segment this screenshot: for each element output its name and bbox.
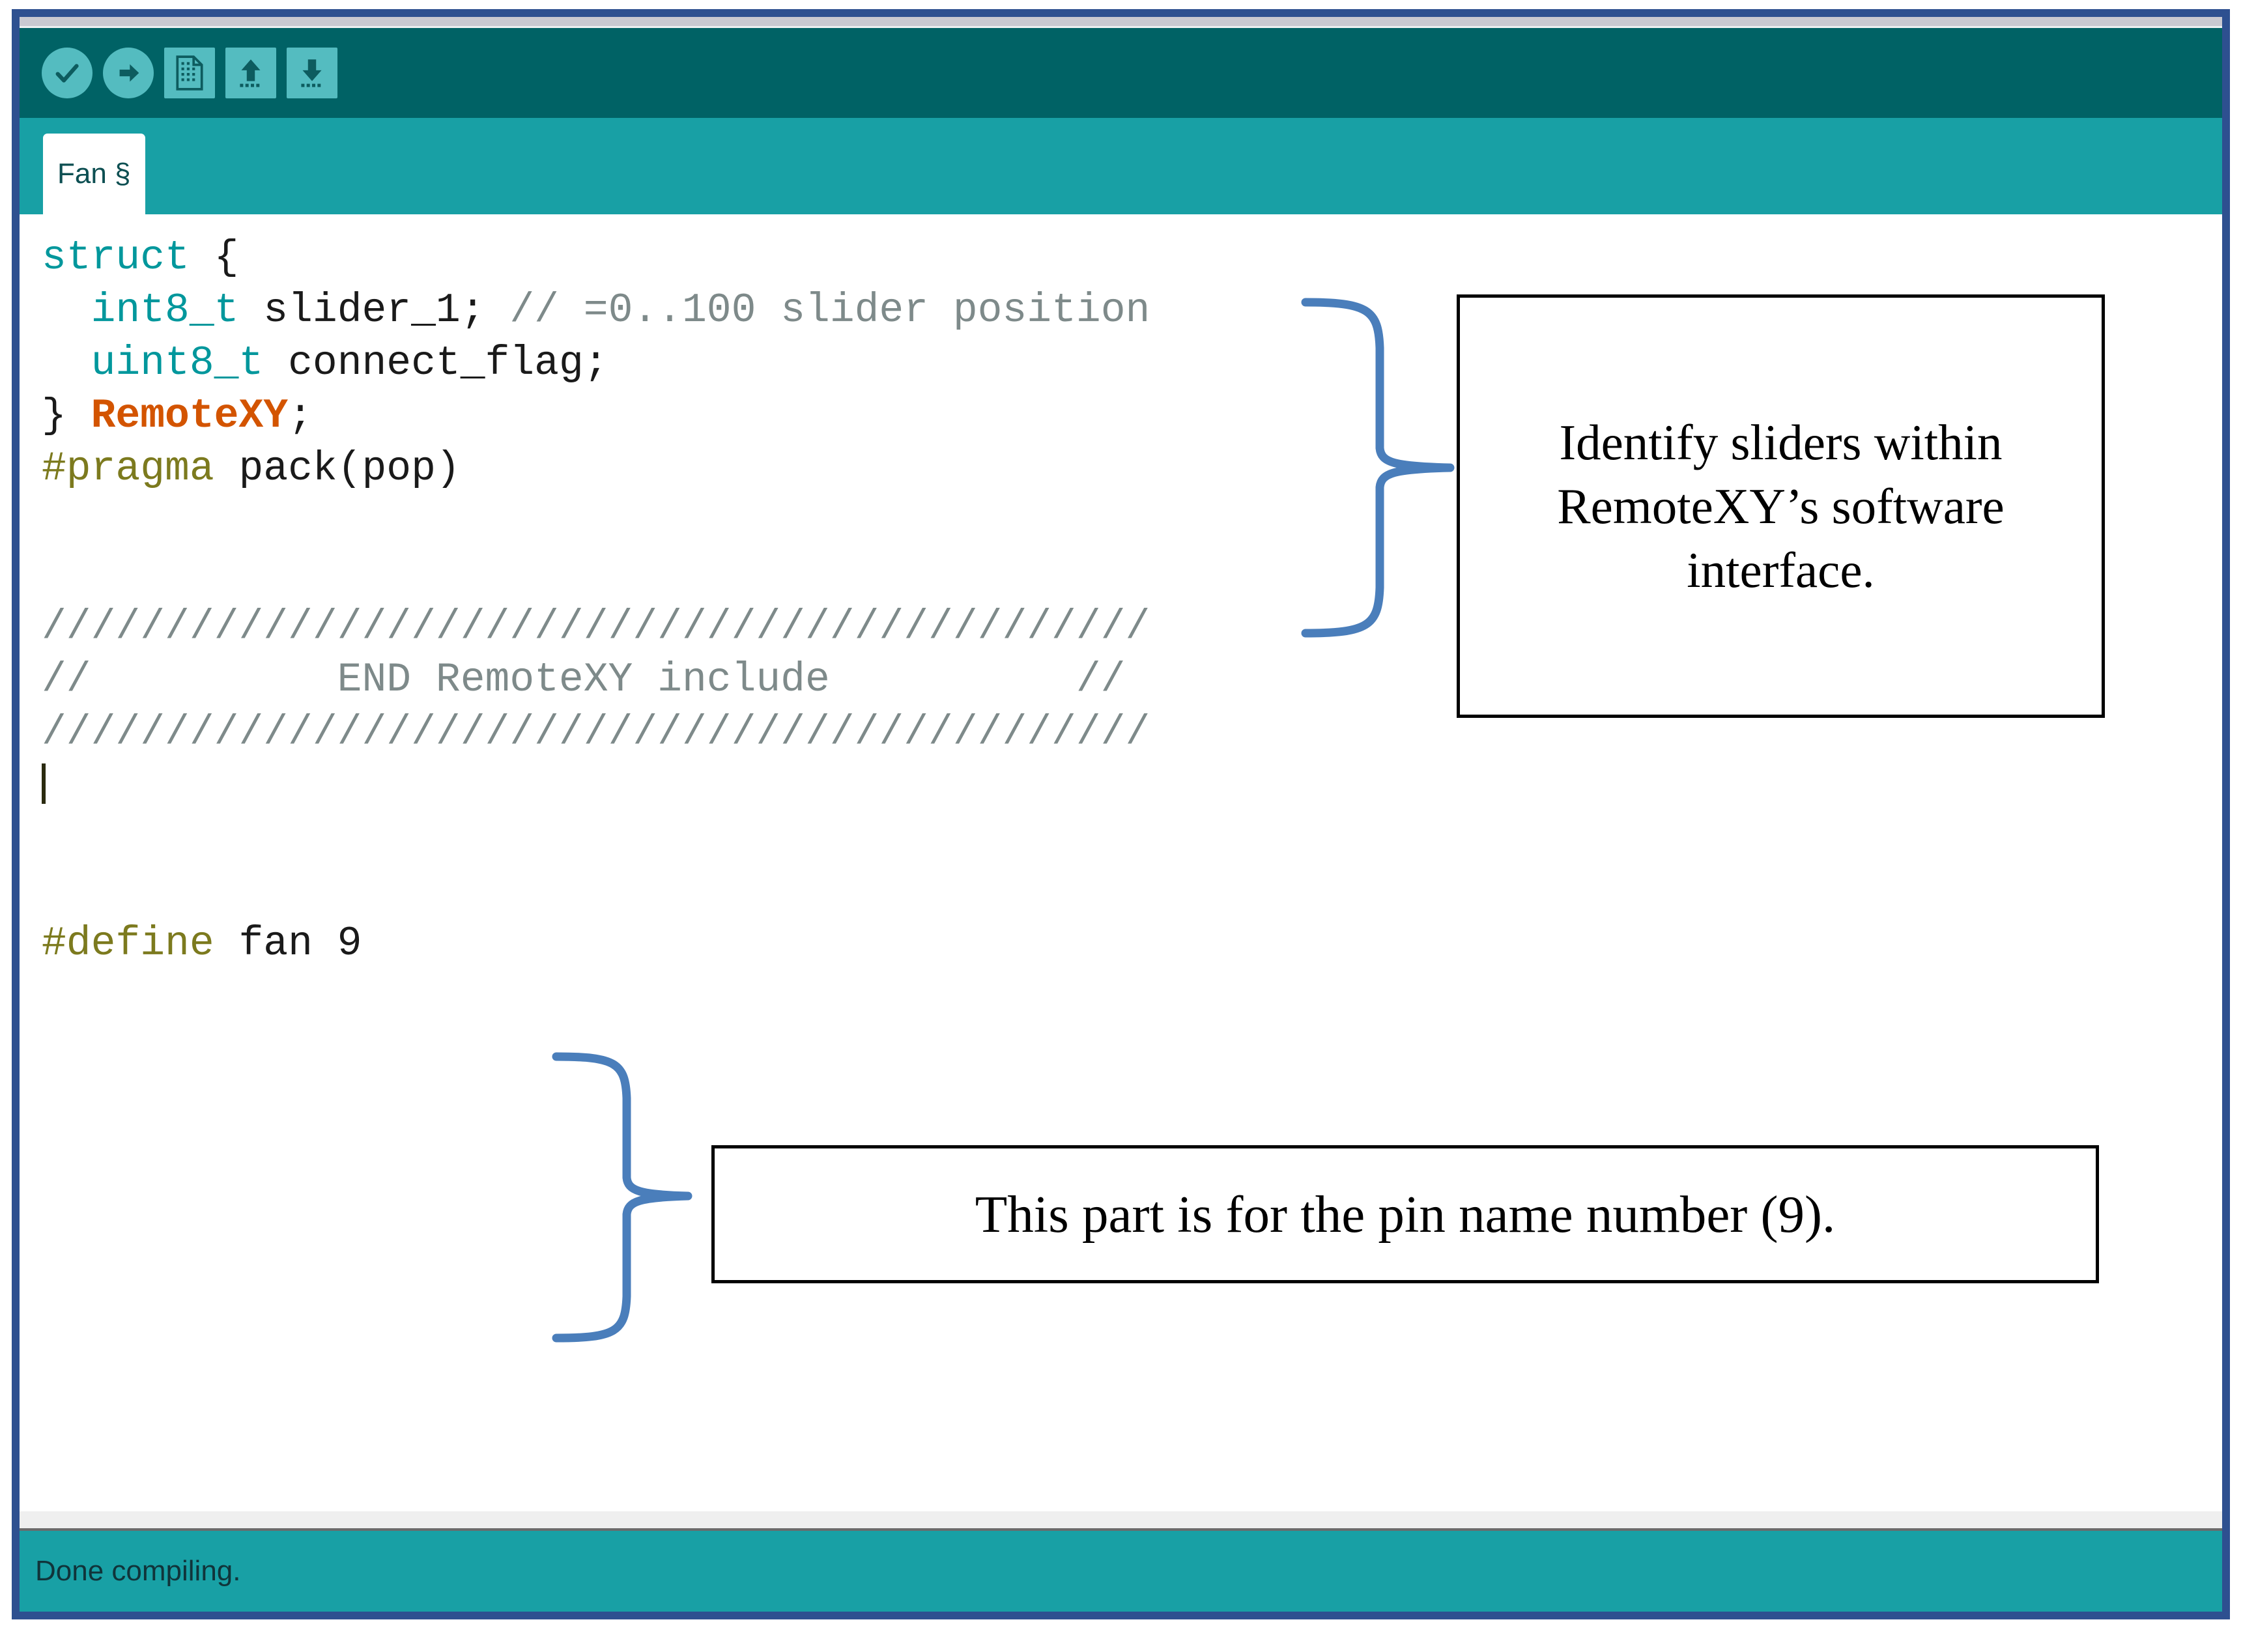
callout-pin-text: This part is for the pin name number (9)…: [975, 1184, 1836, 1244]
code-line: // END RemoteXY include //: [42, 653, 1150, 706]
code-token: connect_flag;: [263, 340, 608, 386]
code-token: RemoteXY: [91, 393, 289, 439]
code-line: [42, 759, 1150, 812]
code-line: [42, 812, 1150, 864]
new-sketch-button[interactable]: [164, 48, 215, 98]
arrow-up-icon: [235, 55, 266, 91]
code-line: #define fan 9: [42, 917, 1150, 970]
code-line: } RemoteXY;: [42, 390, 1150, 442]
code-line: [42, 864, 1150, 917]
code-token: #define: [42, 920, 214, 967]
status-bar: Done compiling.: [20, 1531, 2222, 1612]
verify-compile-button[interactable]: [42, 48, 93, 98]
code-token: }: [42, 393, 91, 439]
tab-label: Fan §: [57, 158, 131, 190]
save-sketch-button[interactable]: [287, 48, 337, 98]
tab-fan[interactable]: Fan §: [43, 134, 145, 214]
code-content: struct { int8_t slider_1; // =0..100 sli…: [42, 231, 1150, 970]
code-line: [42, 548, 1150, 601]
status-message: Done compiling.: [35, 1555, 241, 1587]
code-token: ;: [288, 393, 313, 439]
code-token: fan 9: [214, 920, 362, 967]
code-token: // END RemoteXY include //: [42, 657, 1126, 703]
code-line: ////////////////////////////////////////…: [42, 706, 1150, 759]
code-token: slider_1;: [238, 287, 510, 334]
text-cursor: [42, 763, 46, 804]
code-token: struct: [42, 235, 190, 281]
code-token: // =0..100 slider position: [509, 287, 1150, 334]
code-line: [42, 495, 1150, 548]
tab-bar: Fan §: [20, 118, 2222, 214]
arrow-right-icon: [113, 58, 143, 88]
code-token: uint8_t: [91, 340, 264, 386]
console-divider: [20, 1511, 2222, 1531]
code-token: #pragma: [42, 446, 214, 492]
toolbar: [20, 28, 2222, 118]
code-token: [42, 287, 91, 334]
window-top-strip: [20, 17, 2222, 28]
code-token: [42, 340, 91, 386]
arrow-down-icon: [296, 55, 328, 91]
open-sketch-button[interactable]: [225, 48, 276, 98]
code-line: ////////////////////////////////////////…: [42, 601, 1150, 653]
code-token: ////////////////////////////////////////…: [42, 709, 1150, 756]
callout-sliders: Identify sliders within RemoteXY’s softw…: [1457, 294, 2105, 718]
code-line: int8_t slider_1; // =0..100 slider posit…: [42, 284, 1150, 337]
callout-sliders-text: Identify sliders within RemoteXY’s softw…: [1557, 414, 2005, 598]
check-icon: [52, 58, 82, 88]
upload-button[interactable]: [103, 48, 154, 98]
code-token: int8_t: [91, 287, 239, 334]
callout-pin: This part is for the pin name number (9)…: [711, 1145, 2099, 1283]
new-file-icon: [174, 55, 205, 91]
code-token: pack(pop): [214, 446, 461, 492]
code-line: #pragma pack(pop): [42, 442, 1150, 495]
code-line: uint8_t connect_flag;: [42, 337, 1150, 390]
arduino-ide-window: Fan § struct { int8_t slider_1; // =0..1…: [12, 9, 2230, 1619]
code-token: {: [189, 235, 239, 281]
code-token: ////////////////////////////////////////…: [42, 604, 1150, 650]
code-line: struct {: [42, 231, 1150, 284]
